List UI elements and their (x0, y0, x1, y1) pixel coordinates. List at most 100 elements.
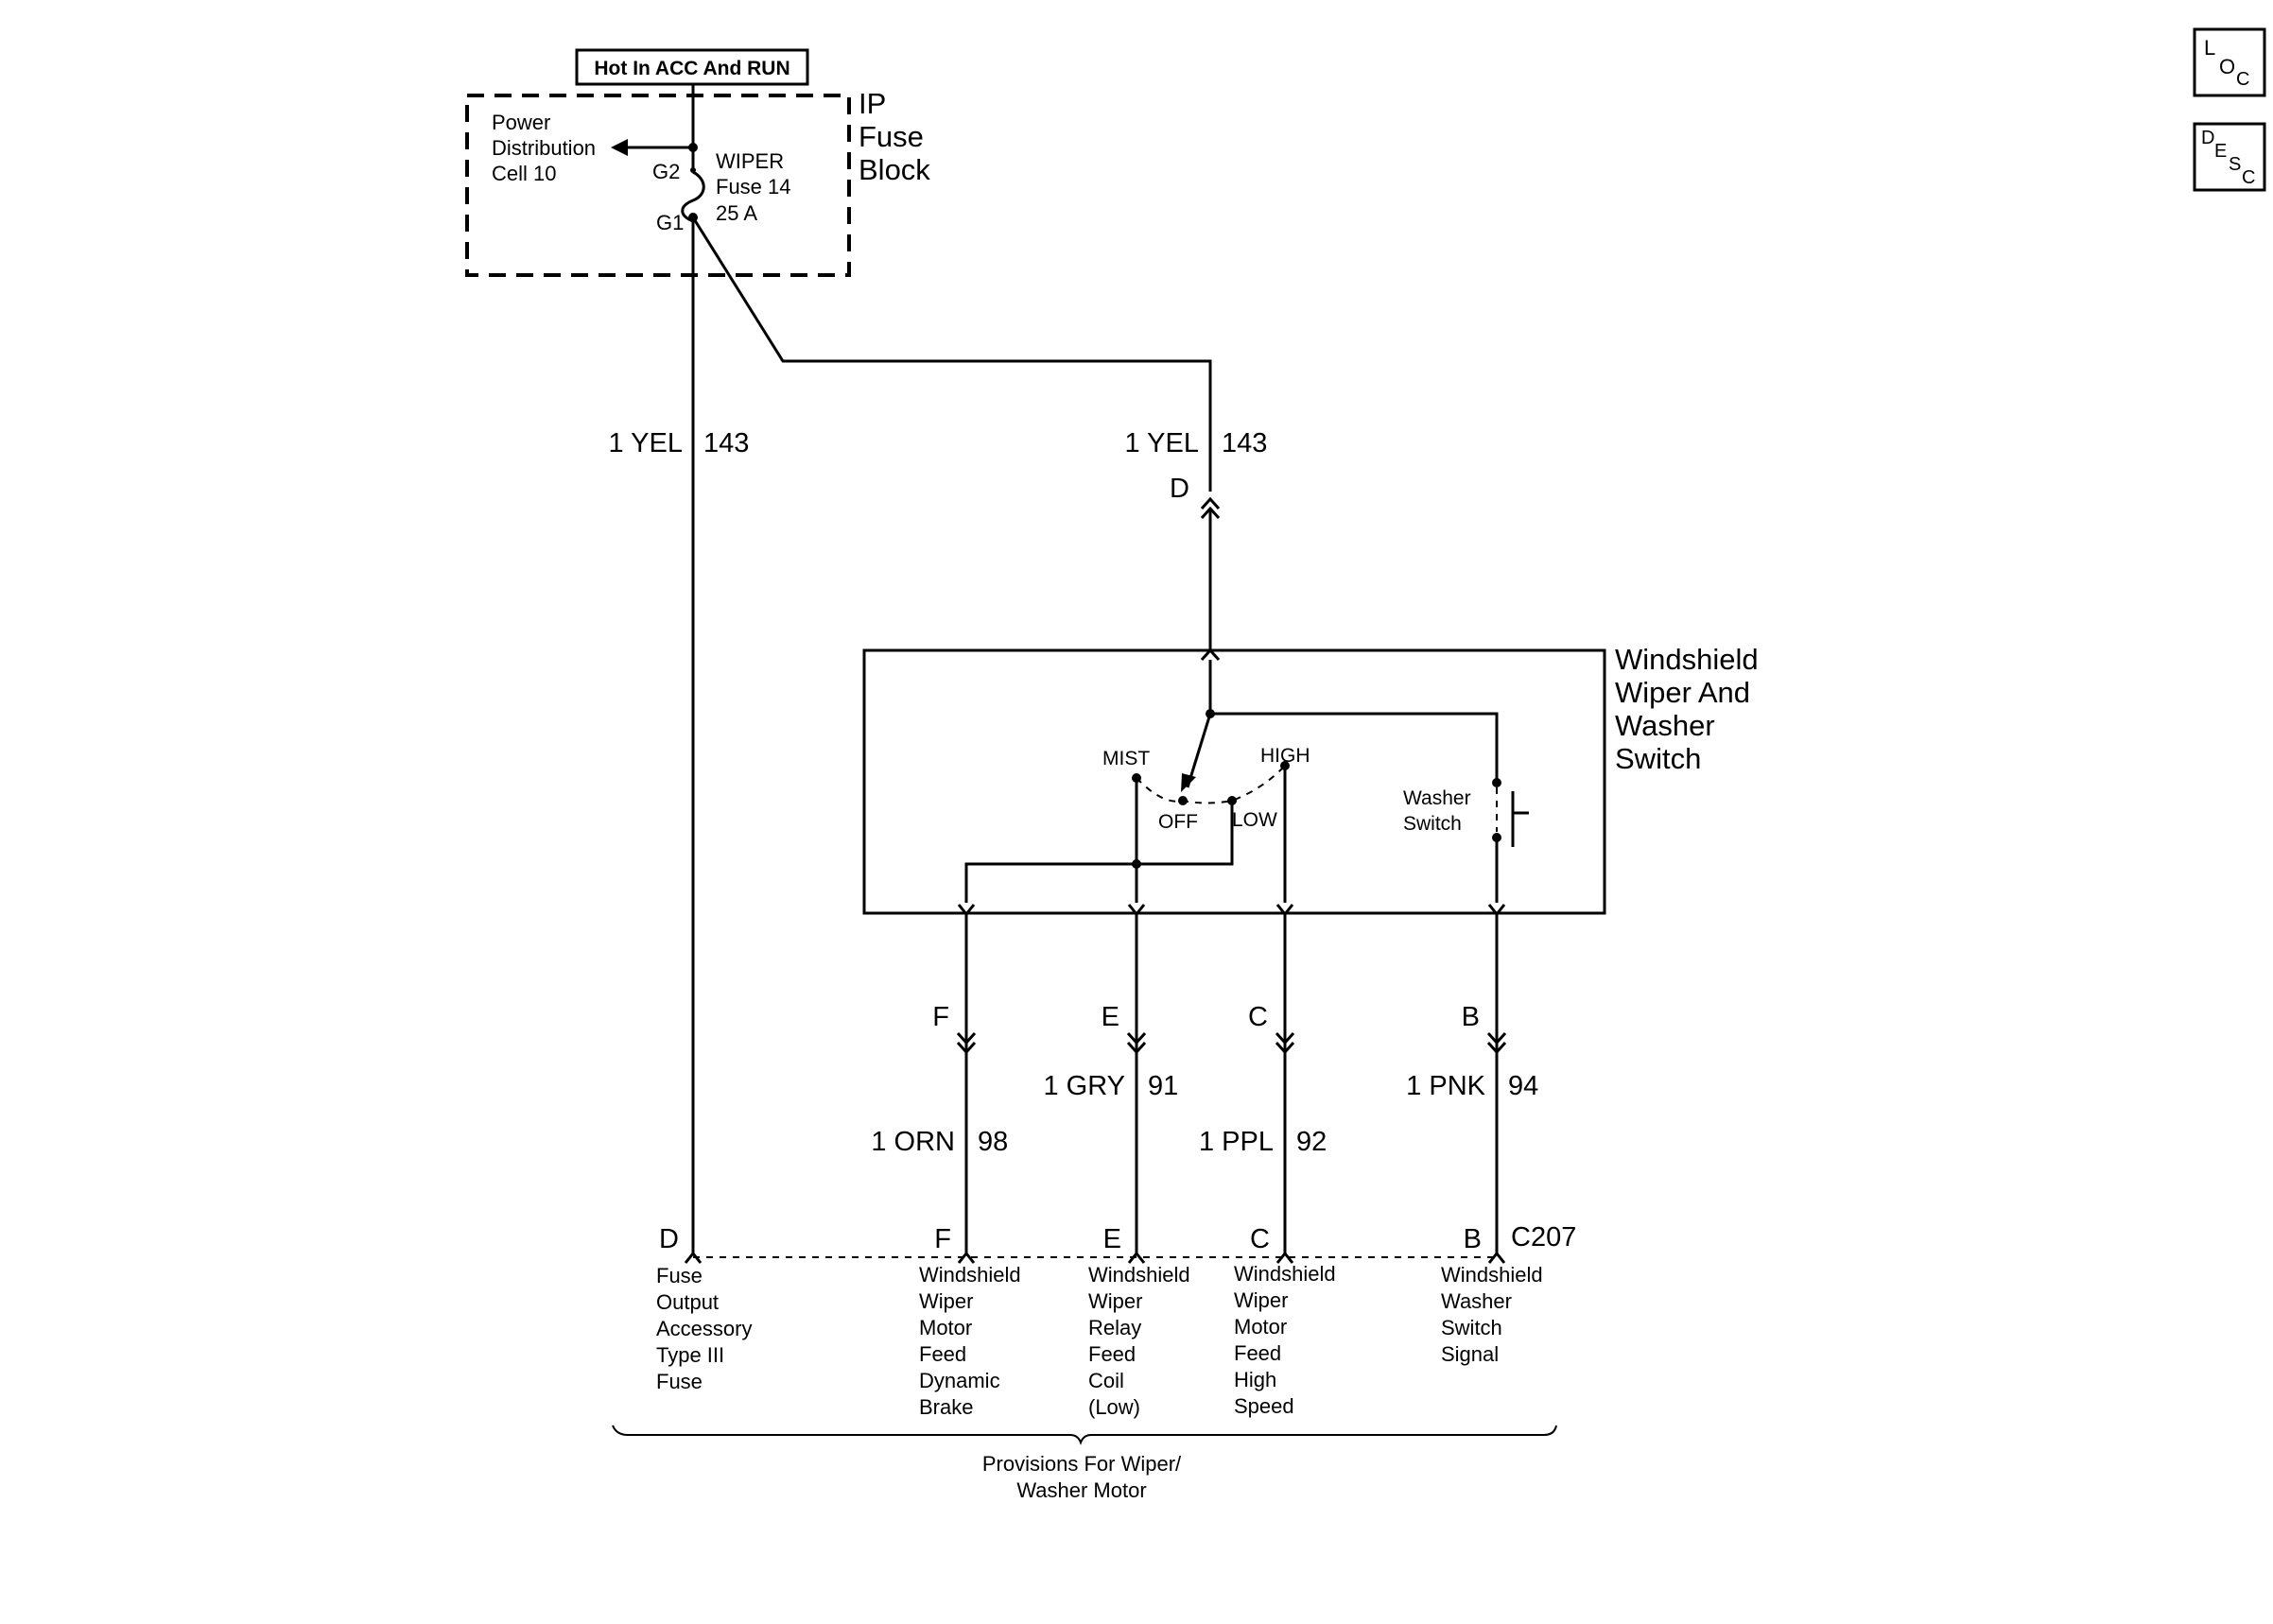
svg-text:Motor: Motor (1234, 1315, 1287, 1339)
svg-text:Washer Motor: Washer Motor (1016, 1478, 1146, 1502)
svg-text:Motor: Motor (919, 1316, 972, 1339)
svg-text:1 PPL: 1 PPL (1199, 1127, 1274, 1157)
svg-text:Feed: Feed (1088, 1342, 1136, 1366)
pin-d-description: Fuse Output Accessory Type III Fuse (656, 1264, 752, 1393)
svg-text:Switch: Switch (1615, 742, 1701, 775)
svg-text:Feed: Feed (1234, 1341, 1281, 1365)
wire-right-143 (691, 216, 1212, 492)
svg-text:Washer: Washer (1615, 709, 1715, 742)
svg-text:Provisions For Wiper/: Provisions For Wiper/ (982, 1452, 1182, 1476)
svg-text:92: 92 (1296, 1127, 1327, 1157)
svg-text:Signal: Signal (1441, 1342, 1499, 1366)
svg-text:F: F (934, 1224, 951, 1254)
svg-text:(Low): (Low) (1088, 1395, 1140, 1419)
svg-text:Fuse: Fuse (859, 120, 924, 153)
svg-text:B: B (1464, 1224, 1482, 1254)
svg-text:Washer: Washer (1403, 787, 1471, 809)
svg-text:Power: Power (492, 111, 550, 134)
svg-text:F: F (932, 1002, 949, 1032)
connector-f-chevron (956, 1031, 977, 1055)
svg-text:G2: G2 (652, 160, 680, 183)
svg-text:WIPER: WIPER (716, 149, 784, 173)
svg-text:C207: C207 (1511, 1222, 1576, 1253)
svg-text:IP: IP (859, 87, 886, 120)
svg-text:Relay: Relay (1088, 1316, 1141, 1339)
desc-button[interactable]: D E S C (2193, 122, 2266, 192)
svg-text:Hot In ACC And RUN: Hot In ACC And RUN (594, 58, 789, 79)
svg-text:Switch: Switch (1441, 1316, 1502, 1339)
pin-e-description: Windshield Wiper Relay Feed Coil (Low) (1088, 1263, 1190, 1419)
connector-e-chevron (1126, 1031, 1147, 1055)
svg-text:Windshield: Windshield (1615, 643, 1759, 676)
svg-text:L: L (2204, 36, 2215, 60)
svg-text:LOW: LOW (1232, 809, 1277, 831)
windshield-wiper-washer-switch: Windshield Wiper And Washer Switch (862, 643, 1759, 915)
svg-text:Windshield: Windshield (919, 1263, 1021, 1287)
hot-in-label: Hot In ACC And RUN (575, 48, 809, 86)
svg-text:1 GRY: 1 GRY (1043, 1071, 1125, 1101)
svg-text:25 A: 25 A (716, 201, 757, 225)
svg-text:Dynamic: Dynamic (919, 1369, 1000, 1392)
arrow-left-icon (611, 139, 628, 156)
svg-text:O: O (2219, 55, 2235, 78)
svg-text:G1: G1 (656, 211, 684, 234)
svg-text:Fuse 14: Fuse 14 (716, 175, 791, 199)
svg-text:E: E (1103, 1224, 1121, 1254)
selector-arm (1186, 713, 1212, 788)
svg-text:C: C (2242, 167, 2255, 188)
svg-text:E: E (2214, 141, 2227, 162)
pin-f-description: Windshield Wiper Motor Feed Dynamic Brak… (919, 1263, 1021, 1419)
svg-text:Type III: Type III (656, 1343, 724, 1367)
selector-arrow-icon (1181, 773, 1196, 792)
svg-text:D: D (1170, 474, 1189, 504)
svg-text:1 YEL: 1 YEL (1125, 428, 1199, 458)
svg-text:Wiper: Wiper (1088, 1289, 1142, 1313)
svg-text:C: C (1248, 1002, 1268, 1032)
svg-text:Brake: Brake (919, 1395, 973, 1419)
svg-text:B: B (1462, 1002, 1480, 1032)
svg-text:Wiper: Wiper (919, 1289, 973, 1313)
svg-text:Wiper And: Wiper And (1615, 676, 1750, 709)
svg-text:143: 143 (1222, 428, 1267, 458)
svg-text:C: C (1250, 1224, 1270, 1254)
svg-text:94: 94 (1508, 1071, 1538, 1101)
pin-c-description: Windshield Wiper Motor Feed High Speed (1234, 1262, 1336, 1418)
svg-text:OFF: OFF (1158, 811, 1198, 833)
svg-text:Windshield: Windshield (1441, 1263, 1543, 1287)
svg-text:S: S (2229, 154, 2241, 175)
svg-text:HIGH: HIGH (1260, 745, 1310, 767)
provisions-brace: Provisions For Wiper/ Washer Motor (612, 1425, 1557, 1502)
svg-text:Cell 10: Cell 10 (492, 162, 556, 185)
svg-text:Output: Output (656, 1290, 719, 1314)
svg-text:91: 91 (1148, 1071, 1178, 1101)
svg-text:Fuse: Fuse (656, 1370, 703, 1393)
svg-text:1 ORN: 1 ORN (871, 1127, 955, 1157)
svg-text:D: D (659, 1224, 679, 1254)
svg-text:Coil: Coil (1088, 1369, 1124, 1392)
svg-text:C: C (2236, 69, 2249, 90)
svg-text:High: High (1234, 1368, 1276, 1391)
svg-text:Accessory: Accessory (656, 1317, 752, 1340)
svg-text:98: 98 (978, 1127, 1008, 1157)
svg-text:Switch: Switch (1403, 813, 1462, 835)
svg-text:D: D (2201, 128, 2214, 148)
svg-text:Washer: Washer (1441, 1289, 1512, 1313)
pin-b-description: Windshield Washer Switch Signal (1441, 1263, 1543, 1366)
svg-text:Speed: Speed (1234, 1394, 1294, 1418)
svg-text:E: E (1102, 1002, 1119, 1032)
loc-button[interactable]: L O C (2193, 27, 2266, 97)
svg-text:Windshield: Windshield (1088, 1263, 1190, 1287)
c207-connector: C207 (684, 1222, 1576, 1264)
svg-text:Block: Block (859, 153, 930, 186)
fuse-symbol (681, 147, 705, 223)
svg-text:Feed: Feed (919, 1342, 966, 1366)
svg-text:1 YEL: 1 YEL (609, 428, 683, 458)
connector-b-chevron (1486, 1031, 1507, 1055)
svg-text:Fuse: Fuse (656, 1264, 703, 1287)
ip-fuse-block: IP Fuse Block Power Distribution Cell 10… (465, 87, 930, 277)
connector-c-chevron (1275, 1031, 1295, 1055)
washer-switch: Washer Switch (1403, 787, 1529, 847)
svg-text:143: 143 (703, 428, 749, 458)
svg-text:1 PNK: 1 PNK (1406, 1071, 1485, 1101)
